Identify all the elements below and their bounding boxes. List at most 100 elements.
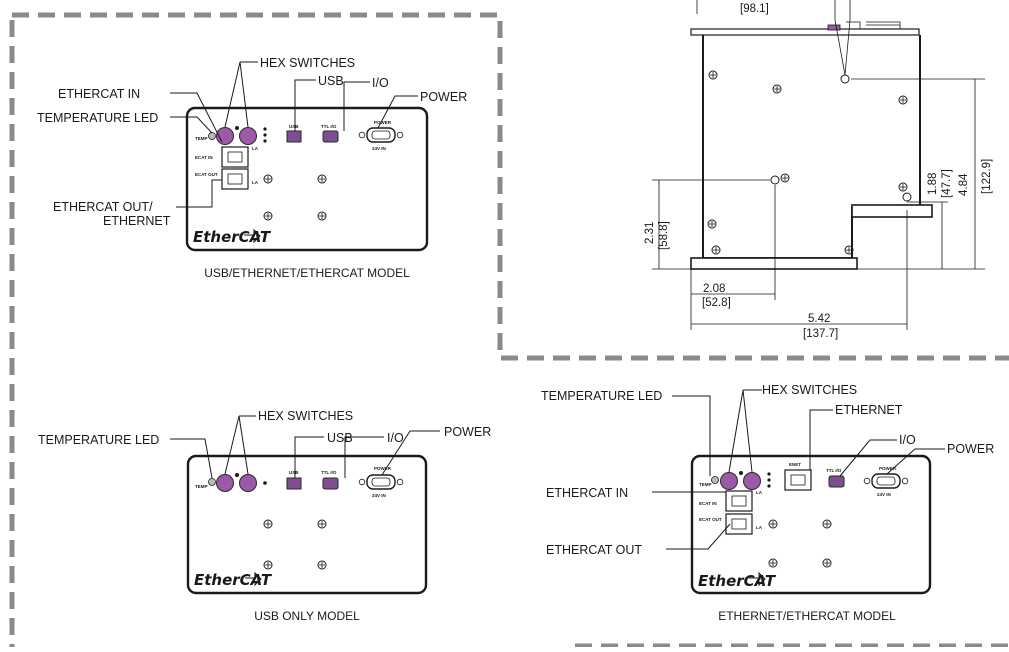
mounting-flange — [851, 204, 933, 218]
label-usb: USB — [327, 431, 353, 445]
hex-switch-1[interactable] — [216, 474, 234, 492]
la-text-1: LA — [756, 490, 763, 495]
top-connector — [827, 24, 841, 31]
hex-switch-2[interactable] — [239, 127, 257, 145]
switch-led-icon — [235, 473, 239, 477]
base-plate — [690, 257, 858, 270]
io-connector[interactable] — [322, 130, 339, 143]
temperature-led-icon — [208, 478, 216, 486]
ethercat-logo: EtherCAT — [698, 572, 777, 590]
dim-right-in-1: 1.88 — [927, 173, 939, 195]
ethercat-out-port[interactable] — [221, 168, 249, 190]
label-power: POWER — [444, 425, 491, 439]
dim-bottom-mm-2: [137.7] — [803, 328, 838, 340]
enclosure-body — [702, 35, 921, 259]
temp-text: TEMP — [195, 136, 208, 141]
ethercat-in-port[interactable] — [725, 490, 753, 512]
label-ethercat-in: ETHERCAT IN — [546, 486, 628, 500]
dim-top-mm: [98.1] — [740, 3, 769, 15]
la-text-2: LA — [756, 525, 763, 530]
vin-text: 24V IN — [877, 492, 891, 497]
label-power: POWER — [420, 90, 467, 104]
leader-lines — [170, 415, 440, 479]
front-panel — [690, 454, 932, 595]
dim-right-mm-1: [47.7] — [941, 169, 953, 198]
label-ethercat-out: ETHERCAT OUT — [546, 543, 642, 557]
la-text-1: LA — [252, 146, 259, 151]
label-temperature-led: TEMPERATURE LED — [38, 433, 159, 447]
ethercat-logo-arrow — [244, 228, 261, 244]
usb-port[interactable] — [286, 130, 302, 143]
ethernet-port[interactable] — [784, 469, 812, 491]
ethercat-logo-arrow — [245, 571, 262, 587]
temp-text: TEMP — [699, 482, 712, 487]
ethercat-in-port[interactable] — [221, 146, 249, 168]
label-power: POWER — [947, 442, 994, 456]
usb-text: USB — [289, 124, 299, 129]
dim-bottom-mm-1: [52.8] — [702, 297, 731, 309]
dashed-border-top — [12, 12, 1009, 361]
label-ethercat-out-line1: ETHERCAT OUT/ — [53, 200, 153, 214]
enet-text: ENET — [789, 462, 801, 467]
label-temperature-led: TEMPERATURE LED — [541, 389, 662, 403]
hex-switch-2[interactable] — [239, 474, 257, 492]
ethercat-logo-arrow — [749, 571, 766, 587]
dimension-lines — [652, 19, 985, 330]
power-connector[interactable] — [863, 473, 909, 489]
dim-right-mm-2: [122.9] — [981, 159, 993, 194]
ttl-io-text: TTL I/O — [321, 470, 337, 475]
mounting-screws — [263, 519, 327, 570]
io-connector[interactable] — [828, 475, 845, 488]
top-flange — [690, 28, 920, 36]
status-led-icon — [263, 481, 267, 485]
label-io: I/O — [899, 433, 916, 447]
caption-ethernet-ethercat: ETHERNET/ETHERCAT MODEL — [718, 609, 896, 623]
hex-switch-1[interactable] — [720, 472, 738, 490]
status-led-icons — [263, 127, 267, 143]
vin-text: 24V IN — [372, 493, 386, 498]
switch-led-icon — [739, 471, 743, 475]
label-hex-switches: HEX SWITCHES — [260, 56, 355, 70]
temperature-led-icon — [208, 132, 216, 140]
label-ethercat-out-line2: ETHERNET — [103, 214, 171, 228]
hex-switch-2[interactable] — [743, 472, 761, 490]
mounting-screws — [263, 174, 327, 221]
label-ethercat-in: ETHERCAT IN — [58, 87, 140, 101]
dim-right-in-2: 4.84 — [958, 173, 970, 196]
label-hex-switches: HEX SWITCHES — [258, 409, 353, 423]
io-connector[interactable] — [322, 477, 339, 490]
power-connector[interactable] — [358, 127, 404, 143]
enclosure-screws — [707, 70, 912, 255]
status-led-icons — [767, 472, 771, 488]
leader-lines — [652, 389, 945, 550]
mounting-screws — [768, 519, 832, 568]
label-hex-switches: HEX SWITCHES — [762, 383, 857, 397]
ethercat-logo: EtherCAT — [193, 228, 272, 246]
label-temperature-led: TEMPERATURE LED — [37, 111, 158, 125]
side-view-drawing: [98.1] 1.88 [47.7] — [644, 0, 993, 340]
label-io: I/O — [387, 431, 404, 445]
caption-usb-ethernet-ethercat: USB/ETHERNET/ETHERCAT MODEL — [204, 266, 410, 280]
power-connector[interactable] — [358, 474, 404, 490]
top-dimension-lines — [696, 0, 851, 20]
switch-led-icon — [235, 126, 239, 130]
usb-text: USB — [289, 470, 299, 475]
label-usb: USB — [318, 74, 344, 88]
power-text: POWER — [374, 120, 392, 125]
power-text: POWER — [374, 466, 392, 471]
power-text: POWER — [879, 466, 897, 471]
temp-text: TEMP — [195, 484, 208, 489]
ethercat-logo: EtherCAT — [194, 571, 273, 589]
dim-left-in: 2.31 — [644, 222, 656, 244]
usb-only-model: TEMP USB TTL I/O POWER 24V IN EtherCAT — [38, 409, 491, 623]
usb-port[interactable] — [286, 477, 302, 490]
ttl-io-text: TTL I/O — [321, 124, 337, 129]
ecat-out-text: ECAT OUT — [699, 517, 722, 522]
temperature-led-icon — [711, 476, 719, 484]
ecat-out-text: ECAT OUT — [195, 172, 218, 177]
top-connectors-outline — [846, 21, 901, 29]
dim-bottom-in-2: 5.42 — [808, 313, 830, 325]
ecat-in-text: ECAT IN — [195, 155, 213, 160]
